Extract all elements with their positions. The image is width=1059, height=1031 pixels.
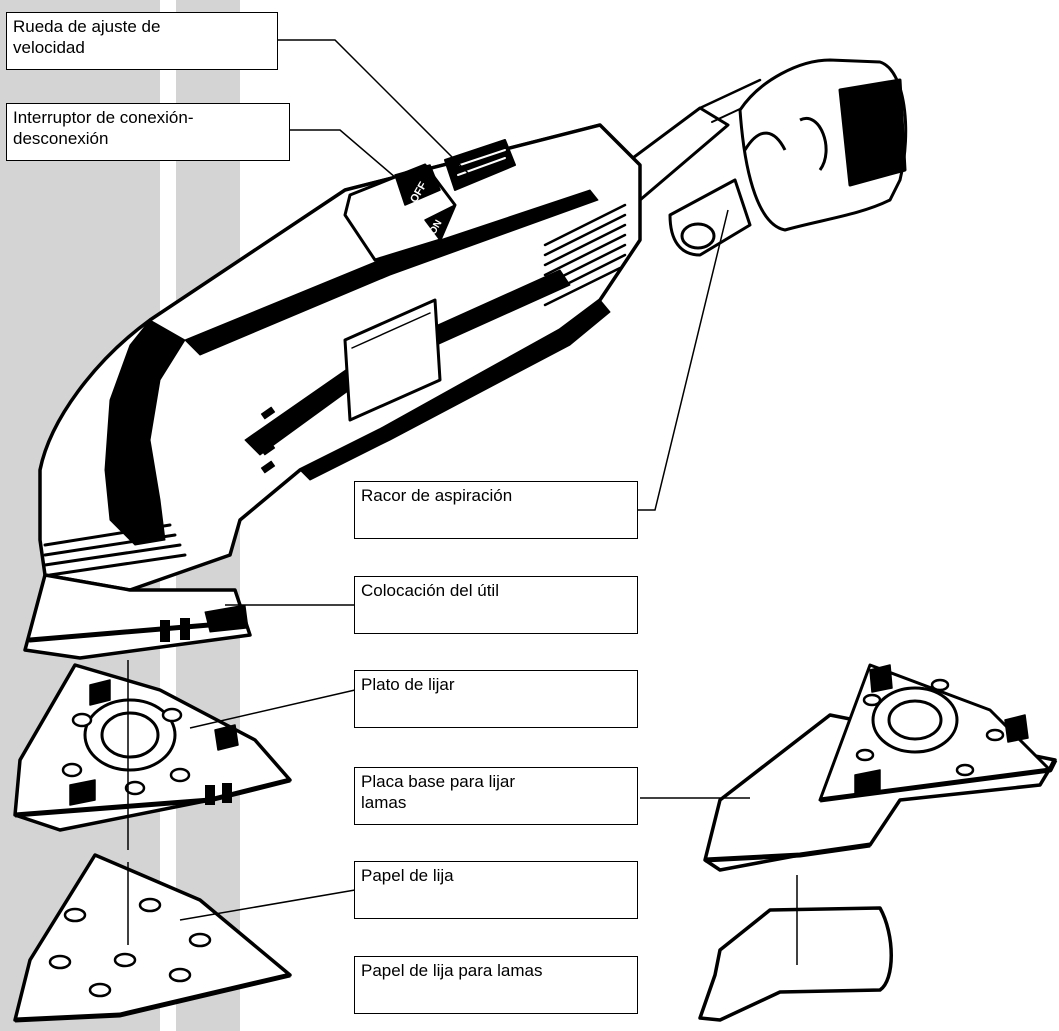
suction-nozzle-drawing bbox=[668, 58, 908, 257]
sanding-plate-drawing bbox=[13, 663, 292, 832]
sander-tool-body bbox=[23, 78, 771, 660]
slat-base-plate-drawing bbox=[703, 663, 1058, 872]
callout-slat-base-plate: Placa base para lijar lamas bbox=[354, 767, 638, 825]
leader-speed-wheel bbox=[278, 39, 471, 176]
slat-sandpaper-drawing bbox=[698, 906, 893, 1022]
nose-vents bbox=[43, 523, 187, 577]
callout-sanding-plate: Plato de lijar bbox=[354, 670, 638, 728]
leader-on-off-switch bbox=[290, 129, 411, 191]
leader-sanding-plate bbox=[189, 689, 356, 729]
label-window bbox=[343, 298, 442, 422]
callout-suction-nozzle: Racor de aspiración bbox=[354, 481, 638, 539]
sandpaper-drawing bbox=[13, 853, 292, 1023]
leader-sandpaper bbox=[179, 889, 356, 921]
rear-vents bbox=[543, 203, 627, 307]
callout-slat-sandpaper: Papel de lija para lamas bbox=[354, 956, 638, 1014]
callout-tool-mount: Colocación del útil bbox=[354, 576, 638, 634]
callout-speed-wheel: Rueda de ajuste de velocidad bbox=[6, 12, 278, 70]
callout-on-off-switch: Interruptor de conexión- desconexión bbox=[6, 103, 290, 161]
leader-suction-nozzle bbox=[638, 209, 729, 511]
leader-lines bbox=[127, 39, 798, 965]
front-vents bbox=[260, 406, 276, 474]
callout-sandpaper: Papel de lija bbox=[354, 861, 638, 919]
